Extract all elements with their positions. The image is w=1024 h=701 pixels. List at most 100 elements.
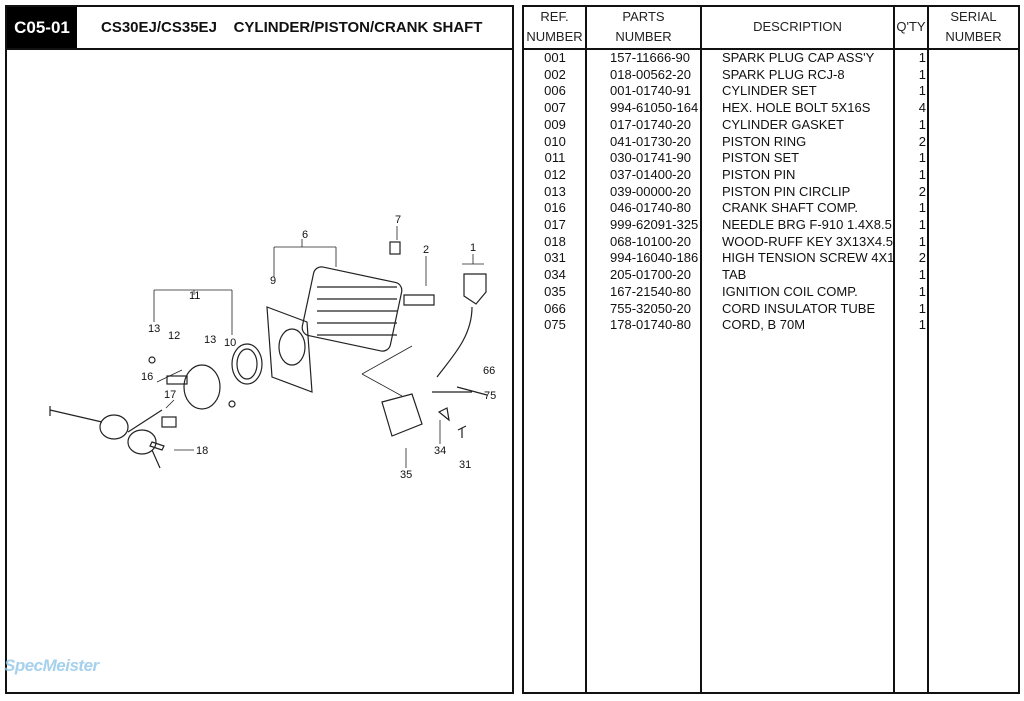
callout-34: 34: [434, 445, 446, 457]
cylinder-drawing: [266, 241, 488, 438]
parts-number: 994-16040-186: [610, 250, 699, 266]
quantity: 2: [918, 250, 926, 266]
callout-7: 7: [395, 214, 401, 226]
table-row: 075 178-01740-80 CORD, B 70M 1: [524, 316, 1018, 333]
description: CORD INSULATOR TUBE: [722, 300, 876, 316]
page-title: CS30EJ/CS35EJ CYLINDER/PISTON/CRANK SHAF…: [101, 19, 483, 36]
description: SPARK PLUG CAP ASS'Y: [722, 50, 875, 65]
quantity: 1: [918, 150, 926, 166]
section-code: C05-01: [7, 7, 77, 48]
parts-number: 046-01740-80: [610, 200, 691, 216]
description: TAB: [722, 267, 747, 283]
description: CYLINDER GASKET: [722, 116, 845, 132]
ref-number: 009: [544, 116, 566, 132]
table-row: 035 167-21540-80 IGNITION COIL COMP. 1: [524, 283, 1018, 300]
ref-number: 011: [544, 150, 566, 166]
ref-number: 002: [544, 66, 566, 82]
callout-35: 35: [400, 469, 412, 481]
callout-17: 17: [164, 389, 176, 401]
table-row: 034 205-01700-20 TAB 1: [524, 266, 1018, 283]
callout-10: 10: [224, 337, 236, 349]
description: CYLINDER SET: [722, 83, 817, 99]
description: PISTON PIN CIRCLIP: [722, 183, 851, 199]
description: HEX. HOLE BOLT 5X16S: [722, 100, 871, 116]
callout-31: 31: [459, 459, 471, 471]
parts-number: 041-01730-20: [610, 133, 691, 149]
ref-number: 006: [544, 83, 566, 99]
header-ref-number: REF.NUMBER: [526, 9, 583, 44]
table-row: 011 030-01741-90 PISTON SET 1: [524, 149, 1018, 166]
callout-6: 6: [302, 229, 308, 241]
description: CRANK SHAFT COMP.: [722, 200, 859, 216]
description: PISTON SET: [722, 150, 800, 166]
piston-drawing: [148, 343, 263, 451]
description: PISTON RING: [722, 133, 807, 149]
ref-number: 035: [544, 283, 566, 299]
parts-number: 999-62091-325: [610, 217, 699, 232]
description: NEEDLE BRG F-910 1.4X8.5: [722, 217, 892, 232]
ref-number: 010: [544, 133, 566, 149]
parts-number: 037-01400-20: [610, 166, 691, 182]
page-header: C05-01 CS30EJ/CS35EJ CYLINDER/PISTON/CRA…: [7, 7, 512, 50]
table-row: 012 037-01400-20 PISTON PIN 1: [524, 166, 1018, 183]
header-description: DESCRIPTION: [753, 19, 842, 34]
parts-number: 017-01740-20: [610, 116, 691, 132]
callout-13b: 13: [204, 334, 216, 346]
parts-number: 755-32050-20: [610, 300, 691, 316]
quantity: 4: [918, 100, 926, 116]
quantity: 1: [918, 267, 926, 283]
column-divider: [927, 7, 929, 692]
callout-18: 18: [196, 445, 208, 457]
parts-number: 030-01741-90: [610, 150, 691, 166]
ref-number: 017: [544, 217, 566, 232]
column-divider: [893, 7, 895, 692]
ref-number: 012: [544, 166, 566, 182]
quantity: 1: [918, 233, 926, 249]
parts-number: 001-01740-91: [610, 83, 691, 99]
parts-number: 039-00000-20: [610, 183, 691, 199]
ref-number: 016: [544, 200, 566, 216]
description: CORD, B 70M: [722, 317, 806, 333]
quantity: 2: [918, 133, 926, 149]
parts-number: 157-11666-90: [610, 50, 690, 65]
quantity: 1: [918, 300, 926, 316]
table-row: 066 755-32050-20 CORD INSULATOR TUBE 1: [524, 300, 1018, 317]
quantity: 1: [918, 317, 926, 333]
table-row: 009 017-01740-20 CYLINDER GASKET 1: [524, 116, 1018, 133]
ref-number: 075: [544, 317, 566, 333]
parts-number: 994-61050-164: [610, 100, 699, 116]
callout-13: 13: [148, 323, 160, 335]
parts-number: 205-01700-20: [610, 267, 691, 283]
quantity: 1: [918, 200, 926, 216]
column-divider: [585, 7, 587, 692]
table-row: 016 046-01740-80 CRANK SHAFT COMP. 1: [524, 199, 1018, 216]
description: IGNITION COIL COMP.: [722, 283, 858, 299]
table-row: 006 001-01740-91 CYLINDER SET 1: [524, 82, 1018, 99]
parts-number: 167-21540-80: [610, 283, 691, 299]
ref-number: 066: [544, 300, 566, 316]
quantity: 1: [918, 116, 926, 132]
callout-16: 16: [141, 371, 153, 383]
quantity: 2: [918, 183, 926, 199]
quantity: 1: [918, 283, 926, 299]
ref-number: 034: [544, 267, 566, 283]
parts-number: 178-01740-80: [610, 317, 691, 333]
quantity: 1: [918, 50, 926, 65]
callout-66: 66: [483, 365, 495, 377]
quantity: 1: [918, 166, 926, 182]
callout-labels: 7 6 2 1 9 11 13 12 13 10 16 17 66 75 18 …: [141, 214, 496, 481]
callout-9: 9: [270, 275, 276, 287]
crankshaft-drawing: [49, 406, 163, 469]
description: SPARK PLUG RCJ-8: [722, 66, 845, 82]
ref-number: 007: [544, 100, 566, 116]
callout-2: 2: [423, 244, 429, 256]
description: PISTON PIN: [722, 166, 796, 182]
quantity: 1: [918, 83, 926, 99]
callout-75: 75: [484, 390, 496, 402]
header-qty: Q'TY: [896, 19, 926, 34]
